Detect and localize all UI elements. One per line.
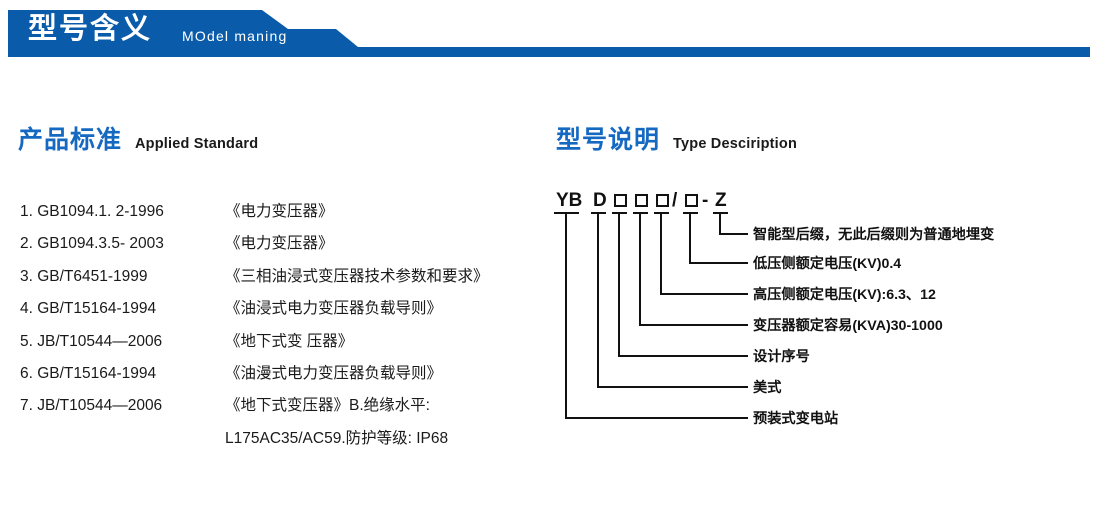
- standard-code: 6. GB/T15164-1994: [20, 365, 157, 383]
- model-code-part-dash: -: [702, 190, 709, 211]
- model-code-part-z: Z: [715, 190, 727, 211]
- banner-shape: [8, 10, 1090, 57]
- standard-code: 7. JB/T10544—2006: [20, 397, 163, 415]
- standard-name: 《油浸式电力变压器负载导则》: [225, 300, 443, 318]
- banner-title-en: MOdel maning: [182, 28, 288, 44]
- model-code-box-2: [635, 194, 648, 207]
- banner-title-cn: 型号含义: [28, 13, 153, 45]
- standard-name: L175AC35/AC59.防护等级: IP68: [225, 429, 449, 447]
- section-heading-type-description: 型号说明 Type Desciription: [556, 120, 797, 156]
- model-code-box-4: [685, 194, 698, 207]
- standard-name: 《三相油浸式变压器技术参数和要求》: [225, 267, 489, 285]
- standard-name: 《油漫式电力变压器负载导则》: [225, 365, 443, 383]
- type-label-lv-voltage: 低压侧额定电压(KV)0.4: [753, 256, 902, 272]
- leader-lines: [554, 212, 748, 419]
- model-code-part-yb: YB: [556, 190, 583, 211]
- section-heading-type-en: Type Desciription: [673, 136, 798, 152]
- page-header-banner: 型号含义 MOdel maning: [0, 0, 1100, 70]
- standard-name: 《电力变压器》: [225, 235, 334, 253]
- standard-item: 5. JB/T10544—2006 《地下式变 压器》: [20, 326, 560, 358]
- standard-name: 《电力变压器》: [225, 203, 334, 220]
- applied-standards-list: 1. GB1094.1. 2-1996 《电力变压器》 2. GB1094.3.…: [20, 196, 560, 455]
- standard-code: 1. GB1094.1. 2-1996: [20, 203, 164, 220]
- standard-item: 7. JB/T10544—2006 《地下式变压器》B.绝缘水平:: [20, 390, 560, 422]
- type-label-prefab-substation: 预装式变电站: [753, 411, 839, 427]
- standard-code: 5. JB/T10544—2006: [20, 332, 163, 350]
- type-label-suffix: 智能型后缀，无此后缀则为普通地埋变: [753, 227, 995, 243]
- standard-name: 《地下式变压器》B.绝缘水平:: [225, 397, 430, 415]
- section-heading-standard-en: Applied Standard: [135, 136, 259, 152]
- standard-item: 1. GB1094.1. 2-1996 《电力变压器》: [20, 196, 560, 228]
- standard-name: 《地下式变 压器》: [225, 332, 354, 350]
- model-code-part-d: D: [593, 190, 607, 211]
- type-label-rated-capacity: 变压器额定容易(KVA)30-1000: [753, 318, 943, 334]
- standard-item: 3. GB/T6451-1999 《三相油浸式变压器技术参数和要求》: [20, 261, 560, 293]
- standard-item-continuation: L175AC35/AC59.防护等级: IP68: [20, 423, 560, 455]
- section-heading-standard-cn: 产品标准: [18, 126, 123, 154]
- type-description-diagram: YB D / - Z: [548, 190, 1093, 450]
- model-code-box-1: [614, 194, 627, 207]
- standard-code: 4. GB/T15164-1994: [20, 300, 157, 318]
- standard-code: 2. GB1094.3.5- 2003: [20, 235, 164, 253]
- section-heading-applied-standard: 产品标准 Applied Standard: [18, 120, 258, 156]
- standard-code: 3. GB/T6451-1999: [20, 267, 148, 285]
- section-heading-type-cn: 型号说明: [556, 126, 661, 154]
- model-code-box-3: [656, 194, 669, 207]
- type-label-design-serial: 设计序号: [753, 349, 810, 365]
- type-label-hv-voltage: 高压侧额定电压(KV):6.3、12: [753, 287, 936, 303]
- model-code-part-slash: /: [672, 190, 678, 211]
- standard-item: 6. GB/T15164-1994 《油漫式电力变压器负载导则》: [20, 358, 560, 390]
- standard-item: 2. GB1094.3.5- 2003 《电力变压器》: [20, 228, 560, 260]
- standard-item: 4. GB/T15164-1994 《油浸式电力变压器负载导则》: [20, 293, 560, 325]
- type-label-american-style: 美式: [753, 380, 782, 396]
